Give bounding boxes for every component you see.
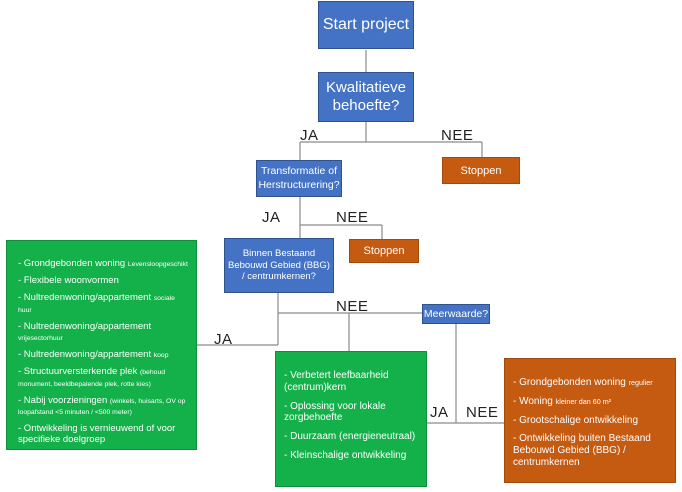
kwalitatieve-behoefte-node: Kwalitatieve behoefte? <box>318 72 414 122</box>
list-item: - Nultredenwoning/appartement koop <box>18 349 169 361</box>
right-criteria-box: - Grondgebonden woning regulier - Woning… <box>504 358 676 483</box>
meerwaarde-label: Meerwaarde? <box>423 308 489 320</box>
kwalitatieve-behoefte-label: Kwalitatieve behoefte? <box>325 79 407 114</box>
list-item: - Grondgebonden woning Levensloopgeschik… <box>18 258 188 269</box>
ja-label-2: JA <box>262 209 281 226</box>
list-item: - Flexibele woonvormen <box>18 275 119 287</box>
list-item: - Woning kleiner dan 60 m² <box>513 395 612 407</box>
ja-label-1: JA <box>300 127 319 144</box>
middle-criteria-list: - Verbetert leefbaarheid (centrum)kern -… <box>284 370 420 462</box>
right-criteria-list: - Grondgebonden woning regulier - Woning… <box>513 377 669 469</box>
stoppen-label-2: Stoppen <box>363 245 405 257</box>
bbg-node: Binnen Bestaand Bebouwd Gebied (BBG) / c… <box>224 238 334 293</box>
middle-criteria-box: - Verbetert leefbaarheid (centrum)kern -… <box>275 351 427 487</box>
list-item: - Kleinschalige ontwikkeling <box>284 449 407 461</box>
bbg-label: Binnen Bestaand Bebouwd Gebied (BBG) / c… <box>228 248 330 283</box>
list-item: - Oplossing voor lokale zorgbehoefte <box>284 400 386 424</box>
list-item: - Nabij voorzieningen (winkels, huisarts… <box>18 394 186 417</box>
list-item: - Nultredenwoning/appartement vrijesecto… <box>18 320 152 343</box>
list-item: - Ontwikkeling buiten Bestaand Bebouwd G… <box>513 433 651 468</box>
nee-label-4: NEE <box>466 404 499 421</box>
list-item: - Structuurversterkende plek (behoud mon… <box>18 366 166 388</box>
meerwaarde-node: Meerwaarde? <box>422 304 490 324</box>
transformatie-node: Transformatie of Herstructurering? <box>256 160 342 197</box>
left-criteria-list: - Grondgebonden woning Levensloopgeschik… <box>18 258 190 446</box>
ja-label-4: JA <box>430 404 449 421</box>
stoppen-node-2: Stoppen <box>349 239 419 263</box>
start-project-node: Start project <box>318 1 414 49</box>
list-item: - Grootschalige ontwikkeling <box>513 414 639 426</box>
transformatie-label: Transformatie of Herstructurering? <box>258 165 340 191</box>
left-criteria-box: - Grondgebonden woning Levensloopgeschik… <box>6 240 197 450</box>
list-item: - Nultredenwoning/appartement sociale hu… <box>18 292 175 314</box>
list-item: - Ontwikkeling is vernieuwend of voor sp… <box>18 423 176 446</box>
stoppen-node-1: Stoppen <box>442 157 520 184</box>
list-item: - Grondgebonden woning regulier <box>513 377 653 388</box>
start-project-label: Start project <box>322 16 410 33</box>
nee-label-3: NEE <box>336 298 369 315</box>
stoppen-label-1: Stoppen <box>460 164 502 177</box>
list-item: - Verbetert leefbaarheid (centrum)kern <box>284 370 389 393</box>
nee-label-1: NEE <box>441 127 474 144</box>
ja-label-3: JA <box>214 331 233 348</box>
list-item: - Duurzaam (energieneutraal) <box>284 431 416 443</box>
nee-label-2: NEE <box>336 209 369 226</box>
